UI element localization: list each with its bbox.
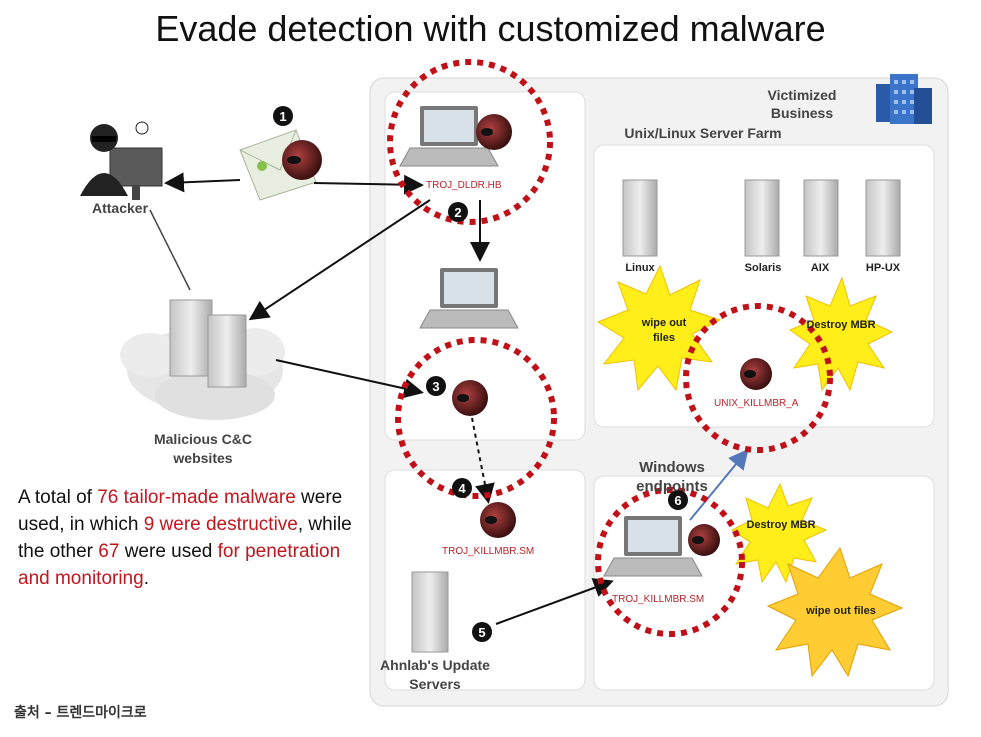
burst-label-wipe-1: wipe out files [641,317,687,344]
windows-endpoints-label: Windows endpoints [636,459,708,495]
step-circle-4: 4 [452,478,472,498]
malware-label-unix: UNIX_KILLMBR_A [714,398,799,409]
arrow-to-attacker [164,172,241,193]
solaris-server-icon [744,179,780,257]
highlight-circle-step3 [395,337,557,499]
arrow-to-unix [689,448,749,521]
step-circle-2: 2 [448,202,468,222]
arrow-to-step3 [275,359,424,399]
attacker-icon [80,121,163,200]
step-circle-6: 6 [668,490,688,510]
step-number-2: 2 [454,205,461,220]
malware-bug-icon-laptop [476,114,512,150]
source-credit: 출처 – 트렌드마이크로 [14,705,147,721]
highlight-circle-dldr [387,59,553,225]
building-icon [876,74,932,124]
burst-label-destroy-1: Destroy MBR [806,319,876,331]
summary-text: A total of 76 tailor-made malware were u… [18,487,352,589]
victimized-business-label: Victimized Business [767,87,837,121]
server-label-hpux: HP-UX [865,262,901,274]
step-number-4: 4 [458,481,466,496]
burst-label-wipe-2: wipe out files [806,605,876,617]
malware-label-killmbr-top: TROJ_KILLMBR.SM [442,546,535,557]
arrow-to-cc [248,199,431,321]
server-farm-label: Unix/Linux Server Farm [624,125,782,141]
highlight-other-count: 67 [98,541,120,562]
burst-destroy-mbr-2 [731,482,828,584]
burst-wipe-files-2 [766,546,904,678]
linux-server-icon [622,179,658,257]
malware-bug-icon-step4 [480,502,516,538]
cc-servers-icon [120,299,285,420]
server-label-solaris: Solaris [744,262,782,274]
step-number-6: 6 [674,493,681,508]
entry-zone-panel [384,91,586,441]
server-label-aix: AIX [810,262,830,274]
laptop-icon-top [399,106,499,167]
laptop-icon-endpoint [603,516,703,577]
step-number-5: 5 [478,625,485,640]
highlight-circle-unix [683,303,833,453]
burst-label-destroy-2: Destroy MBR [746,519,816,531]
malware-label-killmbr-endpoint: TROJ_KILLMBR.SM [612,594,705,605]
laptop-icon-middle [419,268,519,329]
highlight-circle-endpoint [595,487,745,637]
page-title: Evade detection with customized malware [155,8,826,49]
arrow-dotted-step4 [471,417,495,504]
malware-bug-icon-unix [740,358,772,390]
step-number-1: 1 [279,109,286,124]
line-attacker-cc [149,209,191,291]
update-server-icon [411,571,449,653]
server-label-linux: Linux [625,262,655,274]
malware-bug-icon-endpoint [688,524,720,556]
aix-server-icon [803,179,839,257]
update-servers-label: Ahnlab's Update Servers [380,657,490,692]
step-circle-1: 1 [273,106,293,126]
step-circle-5: 5 [472,622,492,642]
malware-label-dldr: TROJ_DLDR.HB [426,180,502,191]
attacker-label: Attacker [91,200,149,216]
hpux-server-icon [865,179,901,257]
highlight-malware-count: 76 tailor-made malware [97,487,296,508]
malware-bug-icon-step3 [452,380,488,416]
cc-label: Malicious C&C websites [153,431,252,466]
arrow-to-endpoint [495,578,614,625]
highlight-purpose: for penetration and monitoring [18,541,341,589]
step-number-3: 3 [432,379,439,394]
highlight-destructive: 9 were destructive [143,514,298,535]
malware-bug-icon-email [282,140,322,180]
burst-destroy-mbr-1 [788,276,894,392]
step-circle-3: 3 [426,376,446,396]
